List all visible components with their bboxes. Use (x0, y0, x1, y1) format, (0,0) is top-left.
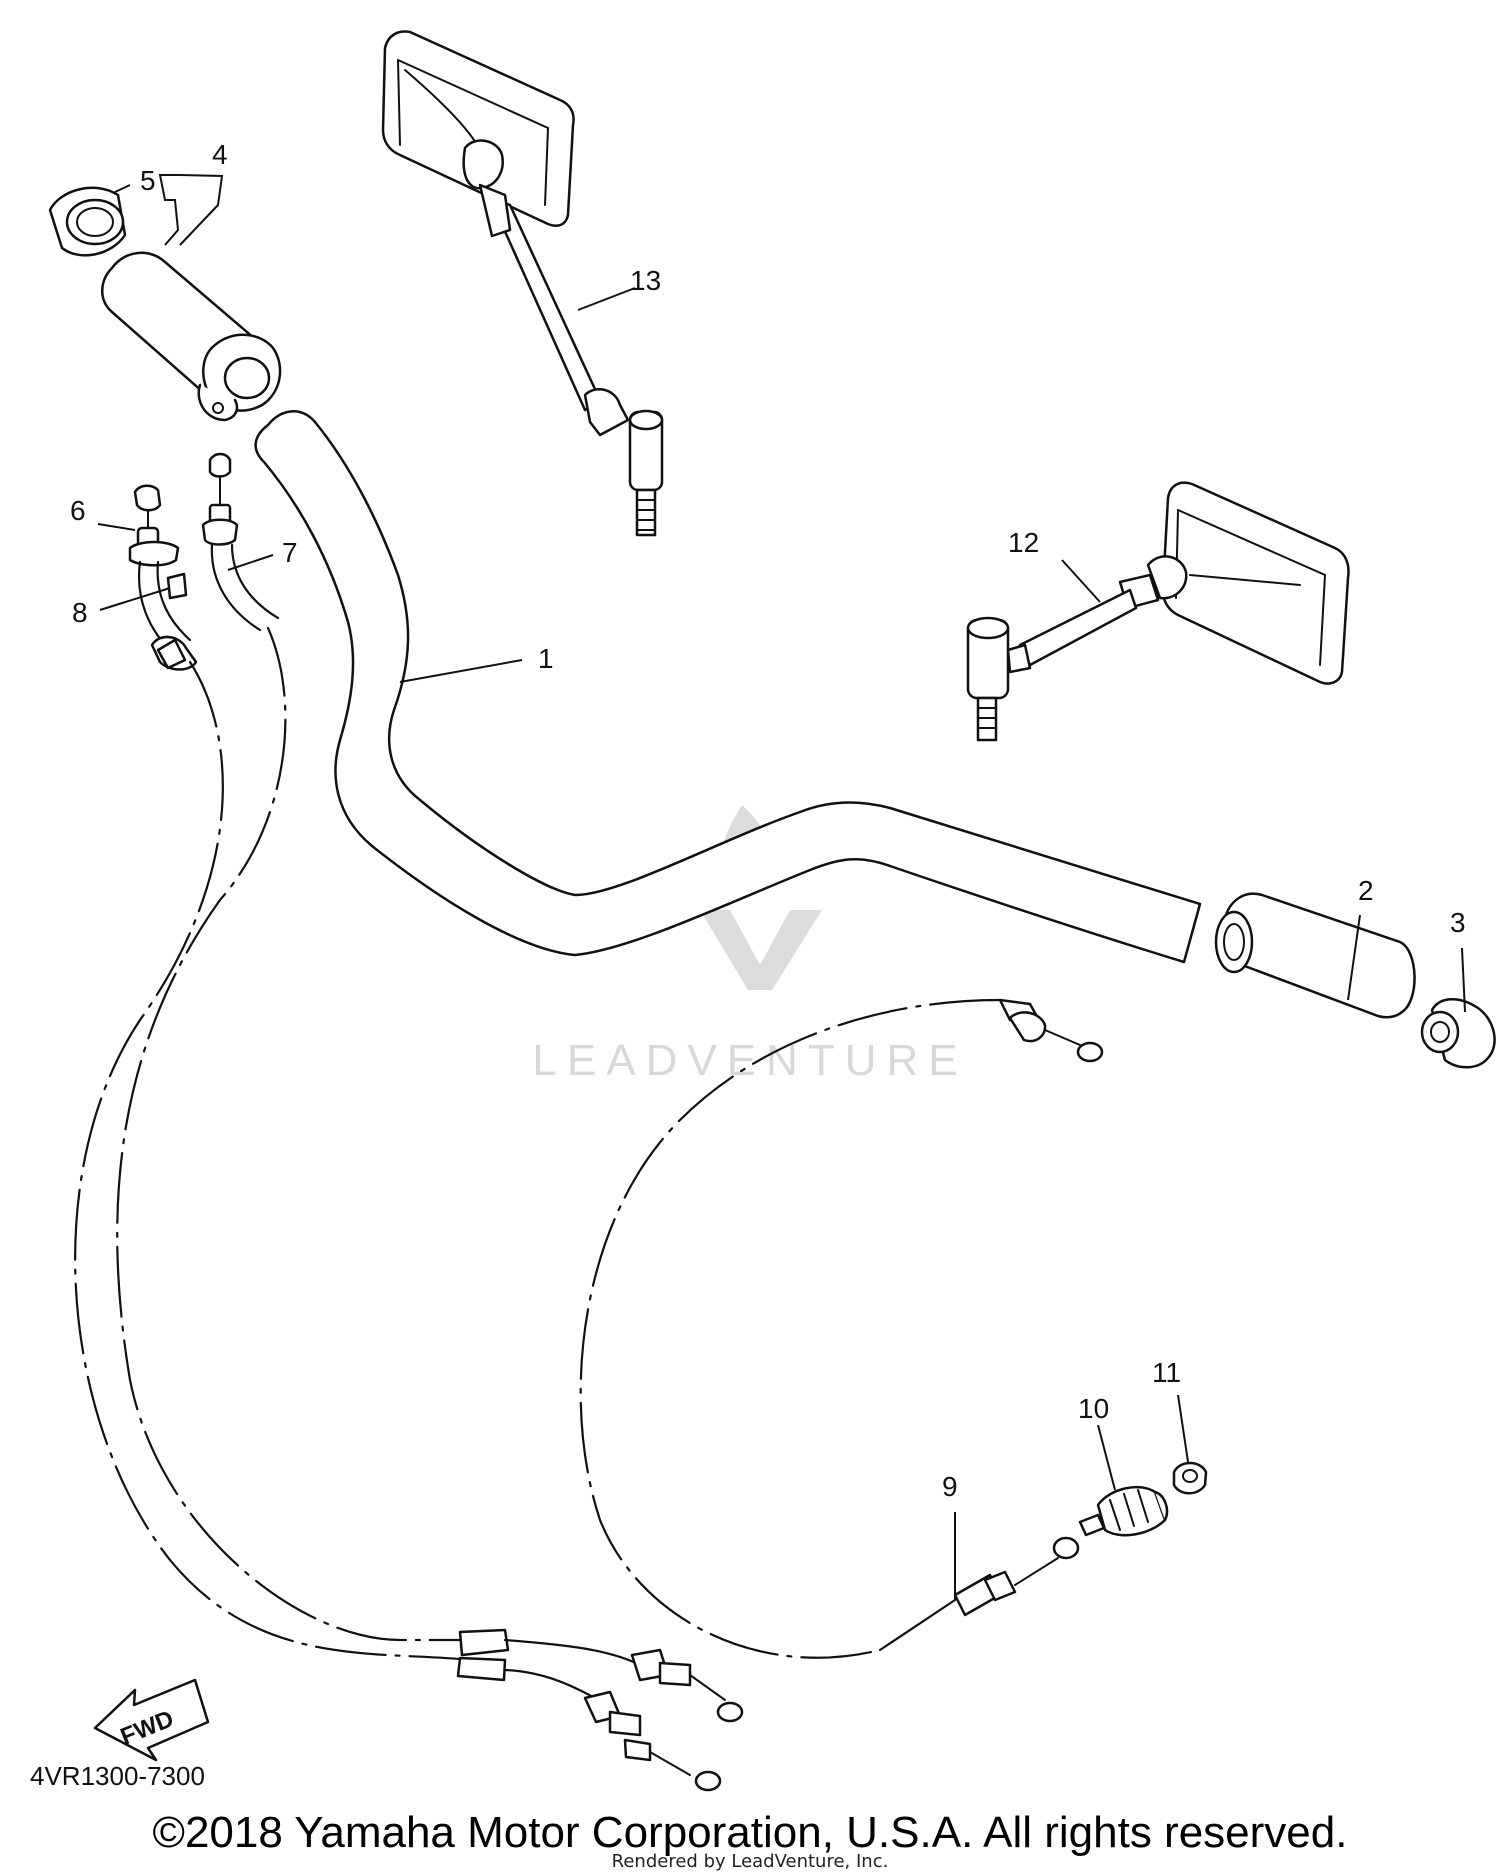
nut-11 (1172, 1461, 1208, 1495)
callout-8: 8 (72, 597, 88, 628)
callout-7: 7 (282, 537, 298, 568)
callout-2: 2 (1358, 875, 1374, 906)
mirror-left-13 (381, 30, 664, 537)
handlebar (254, 410, 1202, 964)
rendered-by-note: Rendered by LeadVenture, Inc. (611, 1851, 889, 1872)
grip-end-cap-5 (48, 186, 127, 257)
callout-12: 12 (1008, 527, 1039, 558)
callout-13: 13 (630, 265, 661, 296)
cable-ends-6-7-8 (128, 452, 239, 600)
fwd-arrow: FWD (93, 1678, 210, 1762)
callout-9: 9 (942, 1471, 958, 1502)
left-grip-assembly (101, 251, 282, 422)
watermark-text: LEADVENTURE (532, 1036, 967, 1085)
throttle-cables (74, 543, 744, 1792)
cable-9 (579, 998, 1104, 1659)
adjuster-10 (1078, 1485, 1169, 1537)
callout-11: 11 (1152, 1357, 1181, 1388)
callout-4: 4 (212, 139, 228, 170)
callouts: 1 2 3 4 5 6 7 8 9 10 11 12 13 (70, 139, 1466, 1502)
drawing-code: 4VR1300-7300 (30, 1761, 205, 1791)
leadventure-watermark: LEADVENTURE (532, 805, 967, 1085)
callout-6: 6 (70, 495, 86, 526)
right-grip-2 (1214, 892, 1416, 1019)
callout-10: 10 (1078, 1393, 1109, 1424)
grip-end-3 (1420, 998, 1496, 1069)
mirror-right-12 (966, 481, 1350, 742)
callout-1: 1 (538, 643, 554, 674)
callout-3: 3 (1450, 907, 1466, 938)
copyright-notice: ©2018 Yamaha Motor Corporation, U.S.A. A… (152, 1808, 1348, 1857)
leader-lines (97, 174, 1466, 1600)
callout-5: 5 (140, 165, 156, 196)
